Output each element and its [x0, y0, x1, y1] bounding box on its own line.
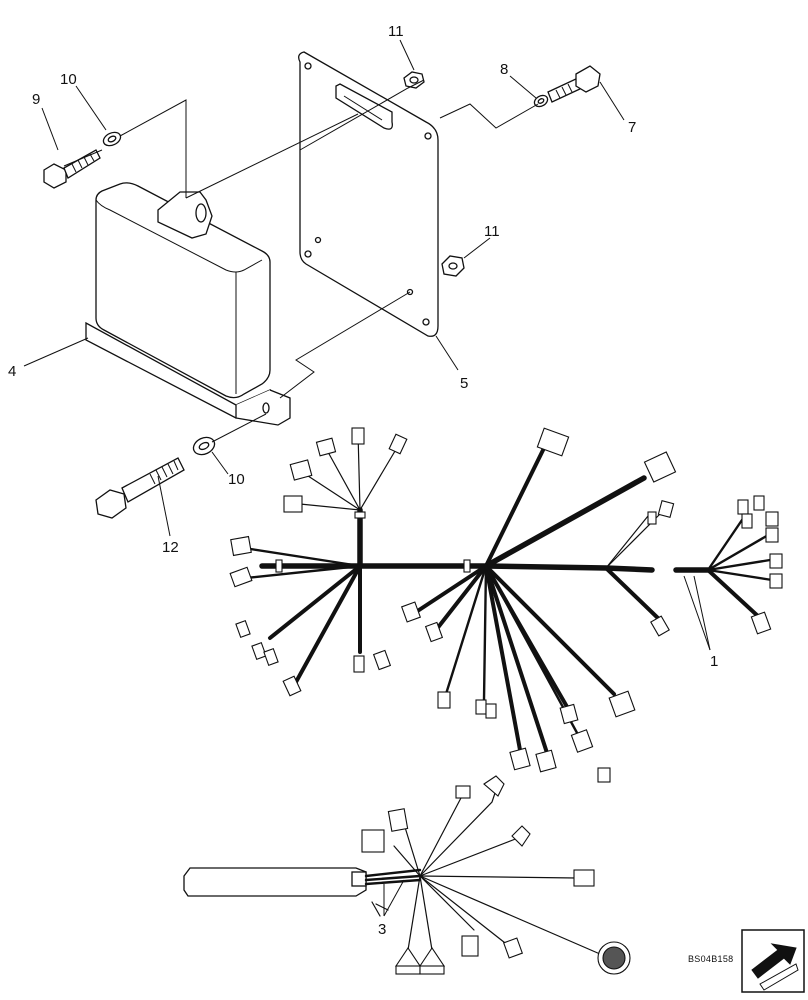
connector-group [229, 427, 783, 783]
callout-7: 7 [628, 119, 636, 136]
bolt-12 [95, 457, 185, 519]
washer-8 [533, 94, 549, 108]
callout-4: 4 [8, 363, 16, 380]
controller-module [85, 182, 291, 426]
callout-12: 12 [162, 539, 179, 556]
callout-11-mid: 11 [484, 223, 500, 240]
callout-1: 1 [710, 653, 718, 670]
leader-lines [63, 79, 539, 443]
main-harness [229, 427, 783, 783]
secondary-harness [183, 775, 631, 975]
callout-8: 8 [500, 61, 508, 78]
nut-11-mid [441, 255, 465, 277]
bolt-9 [43, 149, 101, 189]
arrow-icon[interactable] [741, 929, 805, 993]
nut-11-top [403, 71, 425, 89]
callout-10-bottom: 10 [228, 471, 245, 488]
figure-code: BS04B158 [688, 954, 733, 964]
bolt-7 [547, 65, 601, 103]
callout-3: 3 [378, 921, 386, 938]
callout-11-top: 11 [388, 23, 404, 40]
hardware [43, 65, 601, 519]
callout-leaders [23, 39, 711, 917]
callout-9: 9 [32, 91, 40, 108]
callout-10-top: 10 [60, 71, 77, 88]
callout-5: 5 [460, 375, 468, 392]
mounting-plate [298, 51, 439, 337]
washer-10-top [102, 131, 122, 147]
callout-labels: 9 10 11 8 7 11 4 5 10 12 1 3 [8, 23, 718, 938]
